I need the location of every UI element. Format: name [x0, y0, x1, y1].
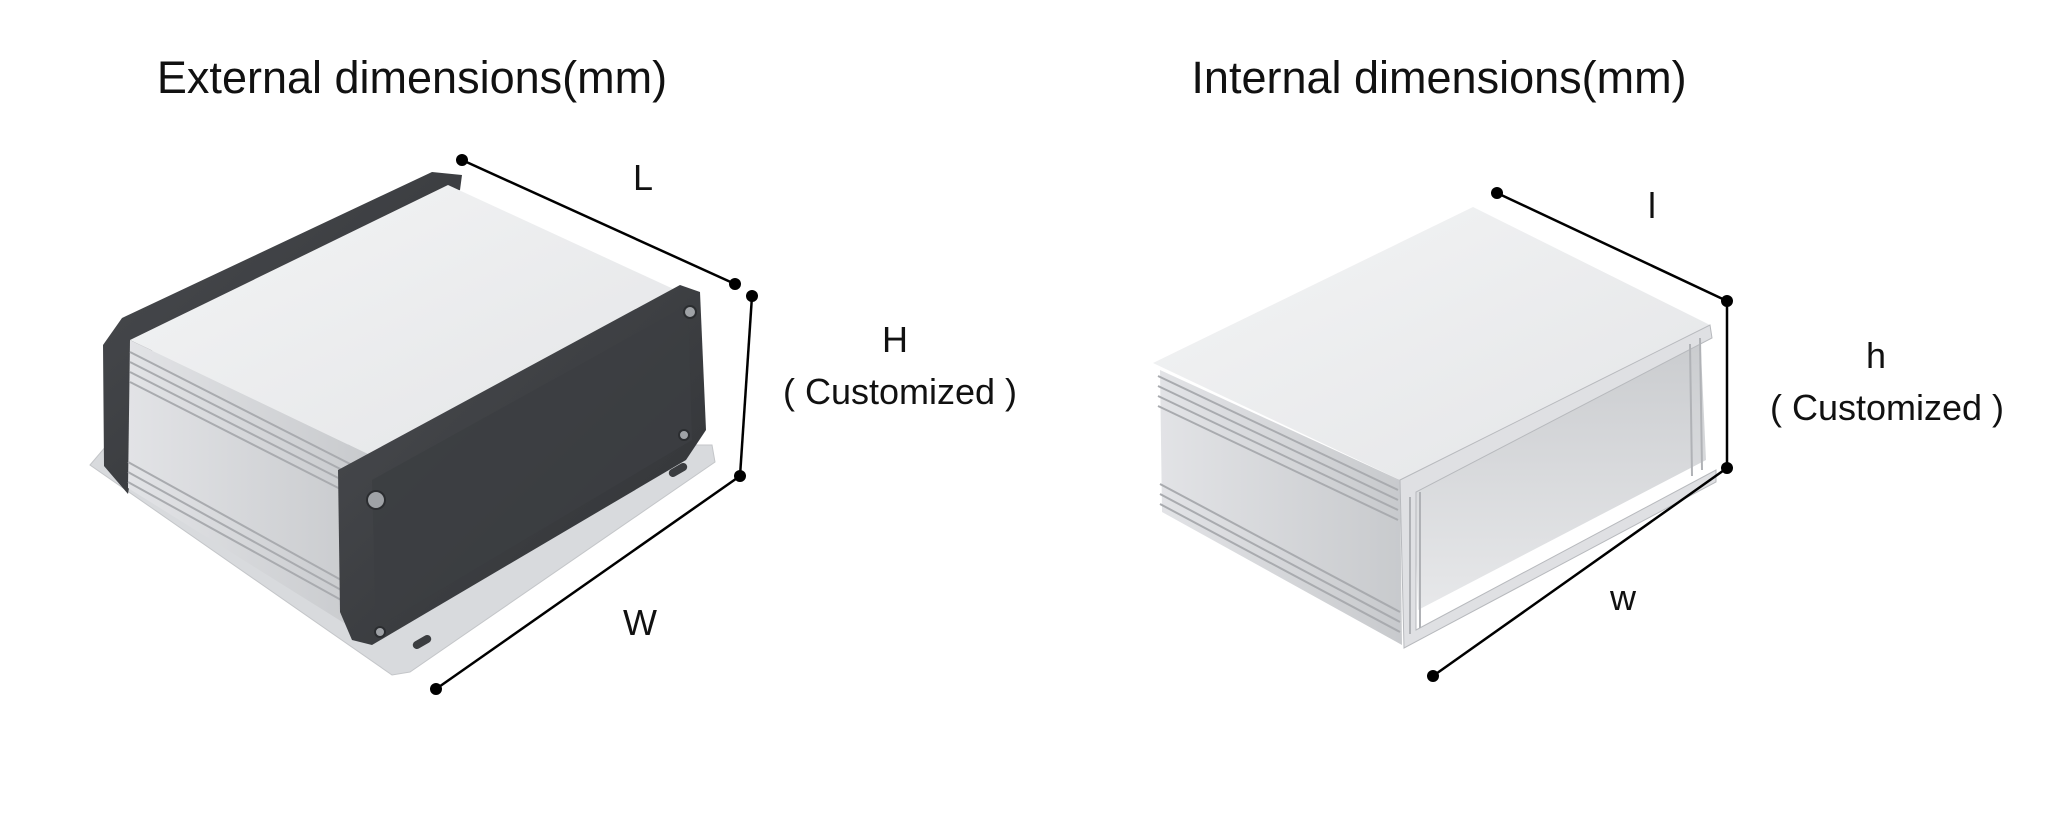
external-height-line [738, 295, 754, 477]
external-enclosure-illustration [89, 172, 716, 676]
external-width-label: W [623, 602, 657, 643]
external-height-label: H [882, 319, 908, 360]
dimension-endpoint [746, 290, 758, 302]
front-end-cap-face [372, 305, 692, 628]
side-grooves [1157, 375, 1401, 633]
dimension-endpoint [1427, 670, 1439, 682]
dimension-endpoint [729, 278, 741, 290]
internal-dimension-lines [1427, 187, 1733, 682]
external-title: External dimensions(mm) [157, 52, 667, 103]
internal-panel: Internal dimensions(mm) [1153, 52, 2004, 682]
top-panel [130, 185, 680, 455]
internal-height-note: ( Customized ) [1770, 387, 2004, 428]
external-height-note: ( Customized ) [783, 371, 1017, 412]
internal-length-line [1496, 191, 1728, 303]
internal-width-line [1432, 466, 1728, 678]
dimension-endpoint [430, 683, 442, 695]
internal-height-label: h [1866, 335, 1886, 376]
screw-icon [683, 305, 697, 319]
side-panel [1160, 370, 1402, 645]
internal-length-label: l [1648, 185, 1656, 226]
internal-width-label: w [1609, 577, 1637, 618]
internal-title: Internal dimensions(mm) [1191, 52, 1686, 103]
flange-slot [668, 463, 688, 477]
side-grooves [127, 351, 363, 607]
external-length-line [461, 158, 736, 286]
dimension-endpoint [1491, 187, 1503, 199]
external-length-label: L [633, 157, 653, 198]
screw-icon [678, 429, 690, 441]
internal-profile-illustration [1153, 207, 1717, 649]
profile-front-frame [1399, 324, 1717, 649]
top-panel [1153, 207, 1710, 480]
dimension-endpoint [456, 154, 468, 166]
screw-icon [374, 626, 386, 638]
screw-icon [366, 490, 386, 510]
external-width-line [435, 474, 741, 691]
external-panel: External dimensions(mm) [89, 52, 1017, 695]
external-dimension-lines [430, 154, 758, 695]
profile-front-fins [1409, 337, 1703, 634]
flange-slot [412, 635, 432, 649]
